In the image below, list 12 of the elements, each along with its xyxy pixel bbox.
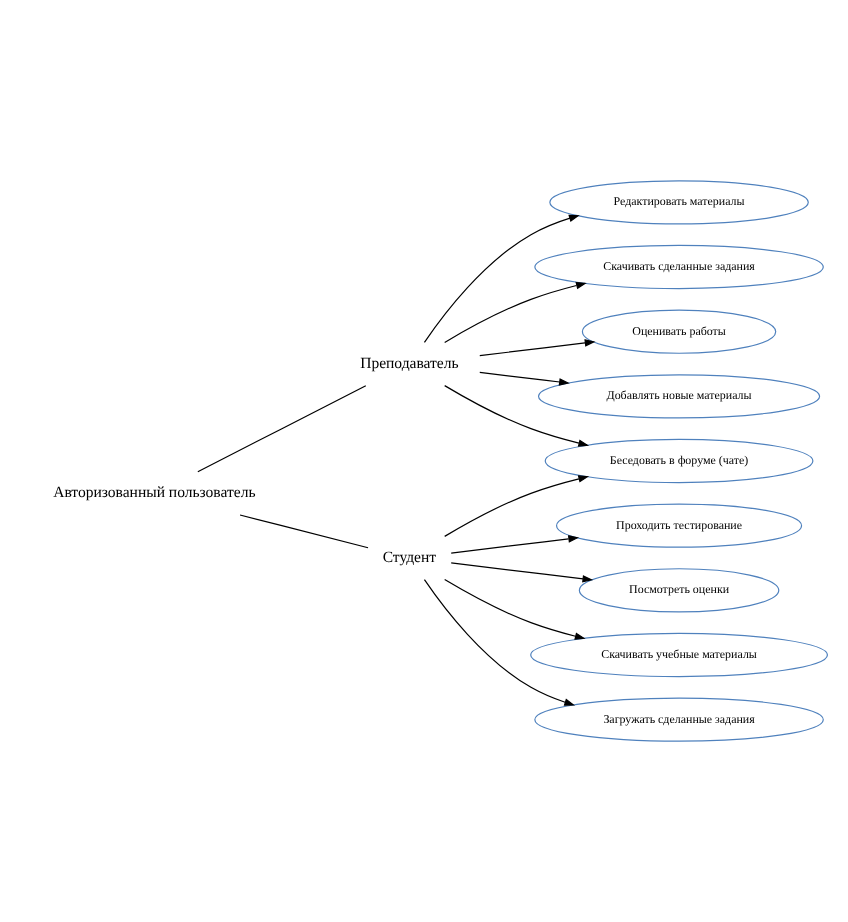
arrow <box>444 475 590 537</box>
arrow <box>444 385 590 447</box>
arrow <box>423 214 580 343</box>
connector <box>197 385 367 473</box>
arrow <box>444 281 587 343</box>
arrow <box>423 579 576 706</box>
arrow <box>479 339 596 357</box>
connector <box>239 514 369 549</box>
arrow <box>444 579 586 640</box>
arrow <box>479 371 570 386</box>
arrow <box>450 562 594 583</box>
arrow <box>450 535 580 554</box>
